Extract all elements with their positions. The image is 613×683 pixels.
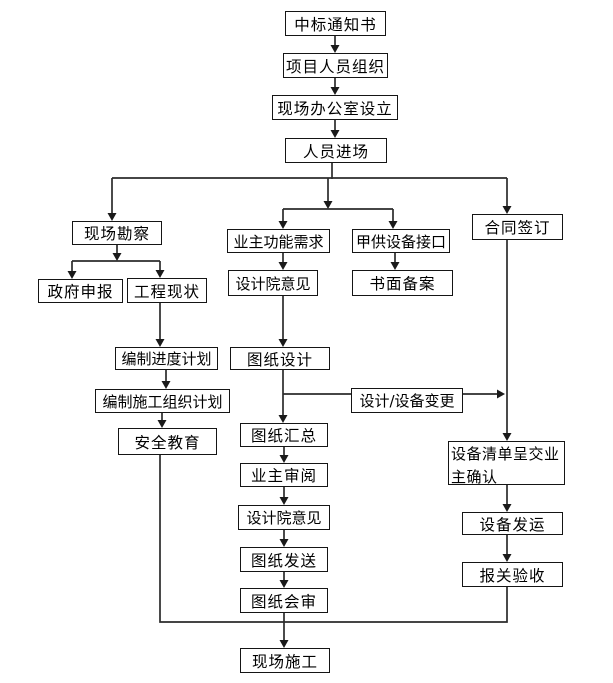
node-equipment-interface: 甲供设备接口: [352, 229, 450, 253]
node-construction-plan: 编制施工组织计划: [95, 389, 230, 413]
node-schedule-plan: 编制进度计划: [115, 347, 218, 370]
node-written-filing: 书面备案: [352, 270, 453, 296]
node-equipment-list-confirm: 设备清单呈交业主确认: [448, 441, 565, 485]
node-site-office: 现场办公室设立: [272, 95, 398, 120]
node-owner-review: 业主审阅: [240, 463, 328, 487]
node-personnel-entry: 人员进场: [285, 138, 387, 163]
node-equipment-shipment: 设备发运: [462, 512, 563, 535]
node-owner-requirements: 业主功能需求: [227, 229, 330, 253]
node-design-opinion-2: 设计院意见: [238, 505, 330, 530]
node-contract-signing: 合同签订: [472, 214, 563, 240]
node-drawing-design: 图纸设计: [230, 347, 330, 370]
node-drawing-summary: 图纸汇总: [240, 423, 328, 447]
node-project-status: 工程现状: [127, 278, 207, 303]
node-site-construction: 现场施工: [240, 648, 330, 673]
node-drawing-send: 图纸发送: [240, 547, 328, 572]
node-customs-acceptance: 报关验收: [462, 562, 563, 587]
node-bid-notice: 中标通知书: [285, 11, 386, 36]
node-design-equipment-change: 设计/设备变更: [351, 388, 463, 413]
node-drawing-review: 图纸会审: [240, 588, 328, 613]
node-design-opinion-1: 设计院意见: [228, 270, 318, 296]
node-project-team: 项目人员组织: [283, 53, 388, 78]
node-safety-education: 安全教育: [118, 428, 217, 455]
node-site-survey: 现场勘察: [72, 221, 162, 245]
node-gov-report: 政府申报: [38, 279, 123, 303]
